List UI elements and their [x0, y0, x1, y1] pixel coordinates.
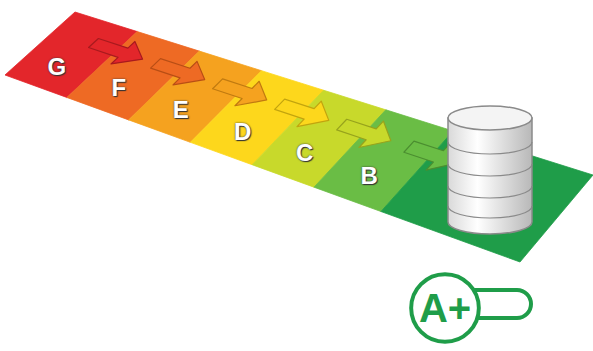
rating-band-label: E	[168, 94, 194, 126]
band-letter: C	[296, 141, 313, 165]
rating-band-label: F	[107, 72, 132, 104]
band-letter: D	[234, 120, 251, 144]
building-illustration	[448, 106, 532, 234]
band-letter: G	[48, 55, 67, 79]
rating-band-label: D	[229, 116, 256, 148]
rating-arrow	[337, 119, 391, 147]
rating-band-label: C	[291, 137, 318, 169]
rating-arrow	[213, 79, 267, 106]
rating-grade: A+	[419, 288, 471, 328]
band-letter: F	[112, 76, 127, 100]
rating-band-label: G	[43, 51, 72, 83]
band-letter: E	[173, 98, 189, 122]
rating-arrow	[151, 59, 205, 85]
rating-arrow	[275, 99, 329, 127]
band-letter: B	[360, 164, 377, 188]
rating-badge: A+	[409, 272, 481, 344]
rating-arrow	[89, 38, 143, 63]
rating-band-label: B	[355, 160, 382, 192]
